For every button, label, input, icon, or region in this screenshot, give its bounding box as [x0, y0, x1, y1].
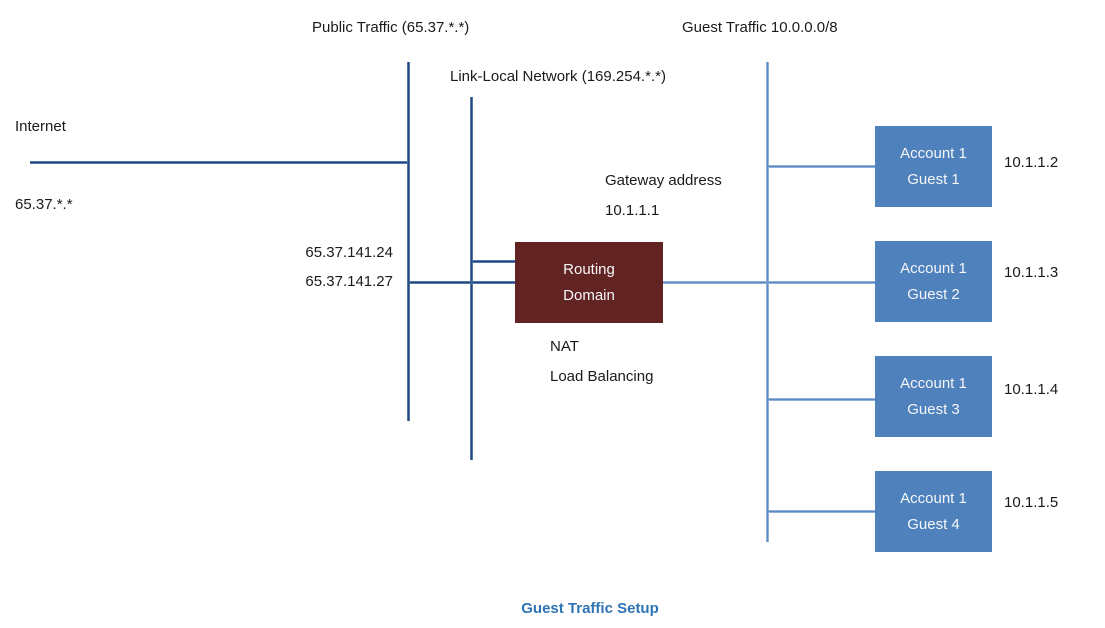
guest4-name-label: Guest 4	[907, 515, 960, 533]
guest3-account-label: Account 1	[900, 374, 967, 392]
gateway-ip-label: 10.1.1.1	[605, 202, 660, 219]
guest3-branch-line	[768, 398, 875, 401]
link-local-to-routing-line	[472, 260, 515, 263]
public-traffic-label: Public Traffic (65.37.*.*)	[312, 19, 470, 36]
guest4-ip-label: 10.1.1.5	[1004, 494, 1059, 511]
public-cidr-label: 65.37.*.*	[15, 196, 73, 213]
routing-domain-node: Routing Domain	[515, 242, 663, 323]
link-local-label: Link-Local Network (169.254.*.*)	[450, 68, 666, 85]
guest4-branch-line	[768, 510, 875, 513]
public-traffic-trunk-line	[407, 62, 410, 421]
nat-ip-1-label: 65.37.141.24	[305, 244, 393, 261]
nat-ip-2-label: 65.37.141.27	[305, 273, 393, 290]
gateway-address-label: Gateway address	[605, 172, 722, 189]
nat-label: NAT	[550, 338, 579, 355]
guest1-branch-line	[768, 165, 875, 168]
load-balancing-label: Load Balancing	[550, 368, 654, 385]
guest1-ip-label: 10.1.1.2	[1004, 154, 1059, 171]
guest-traffic-trunk-line	[766, 62, 769, 542]
guest1-name-label: Guest 1	[907, 170, 960, 188]
guest2-name-label: Guest 2	[907, 285, 960, 303]
guest1-account-label: Account 1	[900, 144, 967, 162]
internet-label: Internet	[15, 118, 66, 135]
internet-line	[30, 161, 409, 164]
guest2-account-label: Account 1	[900, 259, 967, 277]
public-to-routing-line	[409, 281, 515, 284]
link-local-trunk-line	[470, 97, 473, 460]
guest3-ip-label: 10.1.1.4	[1004, 381, 1059, 398]
guest4-account-label: Account 1	[900, 489, 967, 507]
guest3-name-label: Guest 3	[907, 400, 960, 418]
guest3-node: Account 1 Guest 3	[875, 356, 992, 437]
guest4-node: Account 1 Guest 4	[875, 471, 992, 552]
routing-domain-label-line1: Routing	[563, 260, 615, 278]
guest1-node: Account 1 Guest 1	[875, 126, 992, 207]
diagram-caption: Guest Traffic Setup	[521, 600, 659, 617]
guest-traffic-label: Guest Traffic 10.0.0.0/8	[682, 19, 838, 36]
guest2-node: Account 1 Guest 2	[875, 241, 992, 322]
routing-to-guest2-line	[663, 281, 875, 284]
guest2-ip-label: 10.1.1.3	[1004, 264, 1059, 281]
routing-domain-label-line2: Domain	[563, 286, 615, 304]
